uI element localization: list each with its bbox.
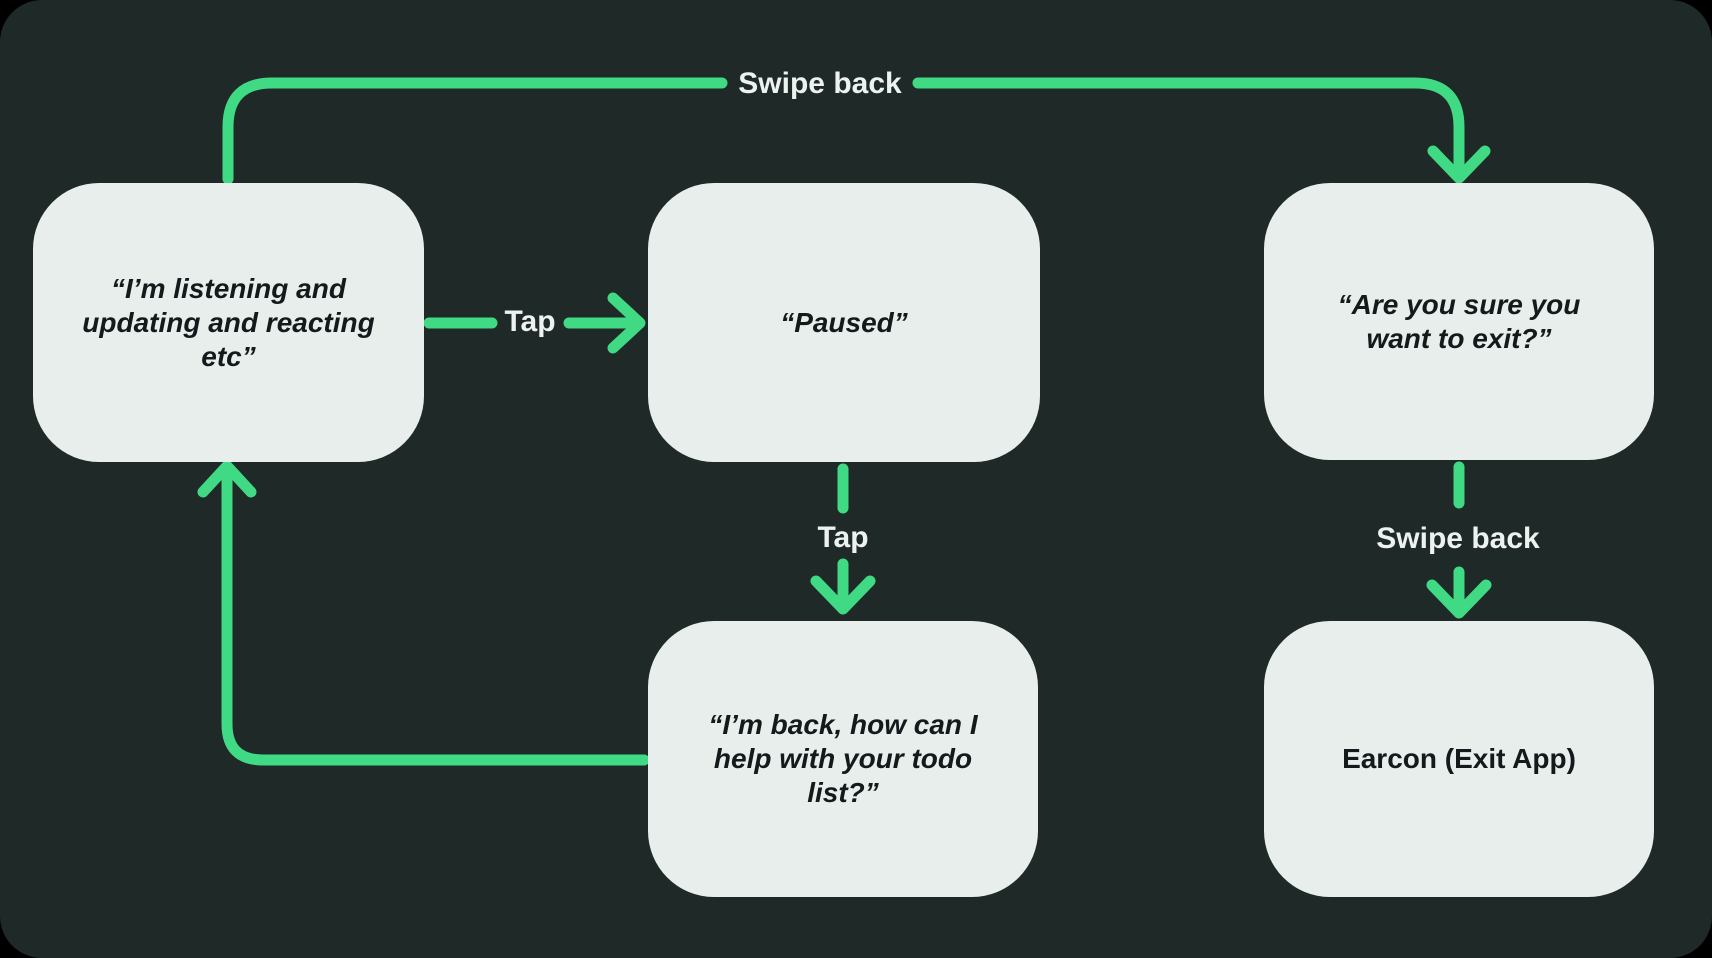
- edge-resume-loop-arrowhead: [197, 460, 257, 498]
- node-paused: “Paused”: [648, 183, 1040, 462]
- node-back-line: “I’m back, how can I: [708, 709, 978, 740]
- edge-resume-loop-line: [221, 465, 650, 766]
- edge-tap-resume-arrowhead: [810, 575, 876, 615]
- edge-swipe-back-top-segment-right: [912, 77, 1465, 178]
- node-earcon-exit-app: Earcon (Exit App): [1264, 621, 1654, 897]
- edge-swipe-back-top-arrowhead: [1427, 145, 1491, 184]
- node-back-line: list?”: [807, 777, 879, 808]
- edge-swipe-back-top-segment-left: [222, 77, 728, 185]
- node-exit-confirm: “Are you sure you want to exit?”: [1264, 183, 1654, 460]
- node-paused-line: “Paused”: [780, 306, 908, 338]
- edge-label-tap-resume: Tap: [817, 521, 869, 554]
- node-listening: “I’m listening and updating and reacting…: [33, 183, 424, 462]
- edge-label-swipe-back-top: Swipe back: [738, 67, 902, 100]
- node-listening-line: “I’m listening and: [111, 272, 346, 304]
- node-back-line: help with your todo: [713, 743, 973, 774]
- edge-tap-pause-arrowhead: [607, 292, 646, 354]
- node-listening-line: updating and reacting: [82, 306, 375, 338]
- edge-label-tap-pause: Tap: [504, 305, 556, 338]
- node-back: “I’m back, how can I help with your todo…: [648, 621, 1038, 897]
- edge-swipe-back-exit-arrowhead: [1426, 579, 1492, 619]
- node-exit-confirm-line: want to exit?”: [1366, 322, 1552, 354]
- node-exit-confirm-line: “Are you sure you: [1337, 288, 1581, 320]
- node-listening-line: etc”: [201, 340, 256, 372]
- edge-label-swipe-back-exit: Swipe back: [1376, 522, 1540, 555]
- node-earcon-line: Earcon (Exit App): [1342, 743, 1576, 774]
